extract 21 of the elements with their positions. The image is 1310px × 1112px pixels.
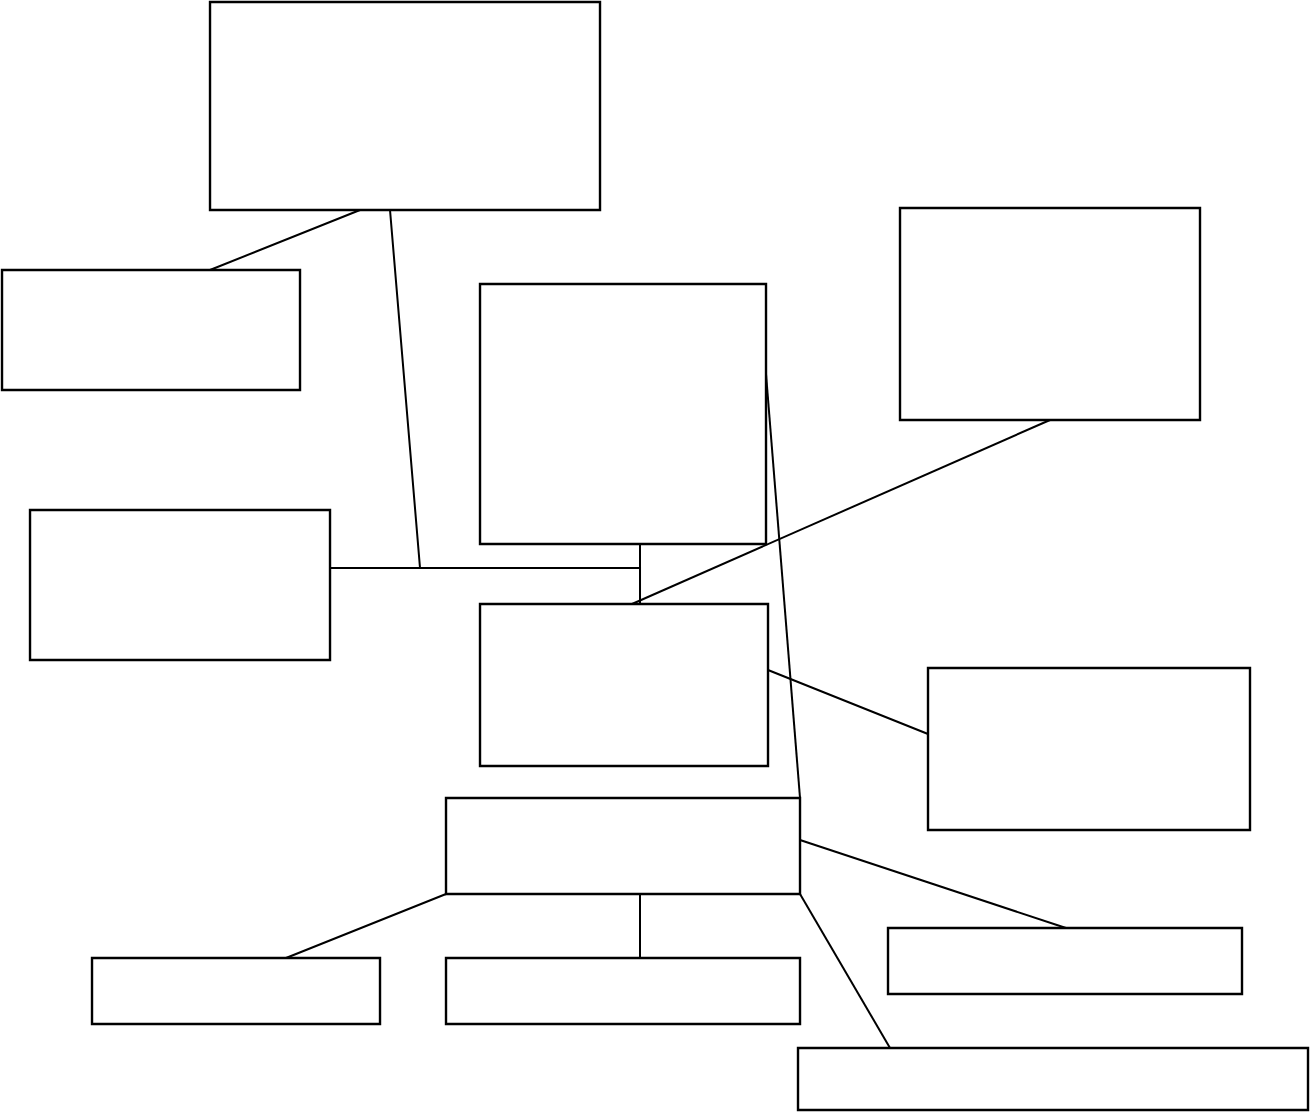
connector-line [631, 419, 1051, 605]
connector-line [209, 209, 361, 271]
connector-line [767, 669, 929, 735]
empty-box [478, 602, 770, 768]
empty-box [478, 282, 768, 546]
empty-box [444, 796, 802, 896]
connector-line [799, 893, 891, 1049]
empty-box [208, 0, 602, 212]
empty-box [444, 956, 802, 1026]
empty-box [796, 1046, 1310, 1112]
connector-line [639, 893, 641, 959]
empty-box [90, 956, 382, 1026]
empty-box [926, 666, 1252, 832]
connector-line [799, 839, 1067, 929]
empty-box [886, 926, 1244, 996]
empty-box [28, 508, 332, 662]
empty-box [898, 206, 1202, 422]
empty-box [0, 268, 302, 392]
connector-line [285, 893, 447, 959]
connector-line [765, 373, 801, 799]
connector-line [329, 567, 641, 605]
